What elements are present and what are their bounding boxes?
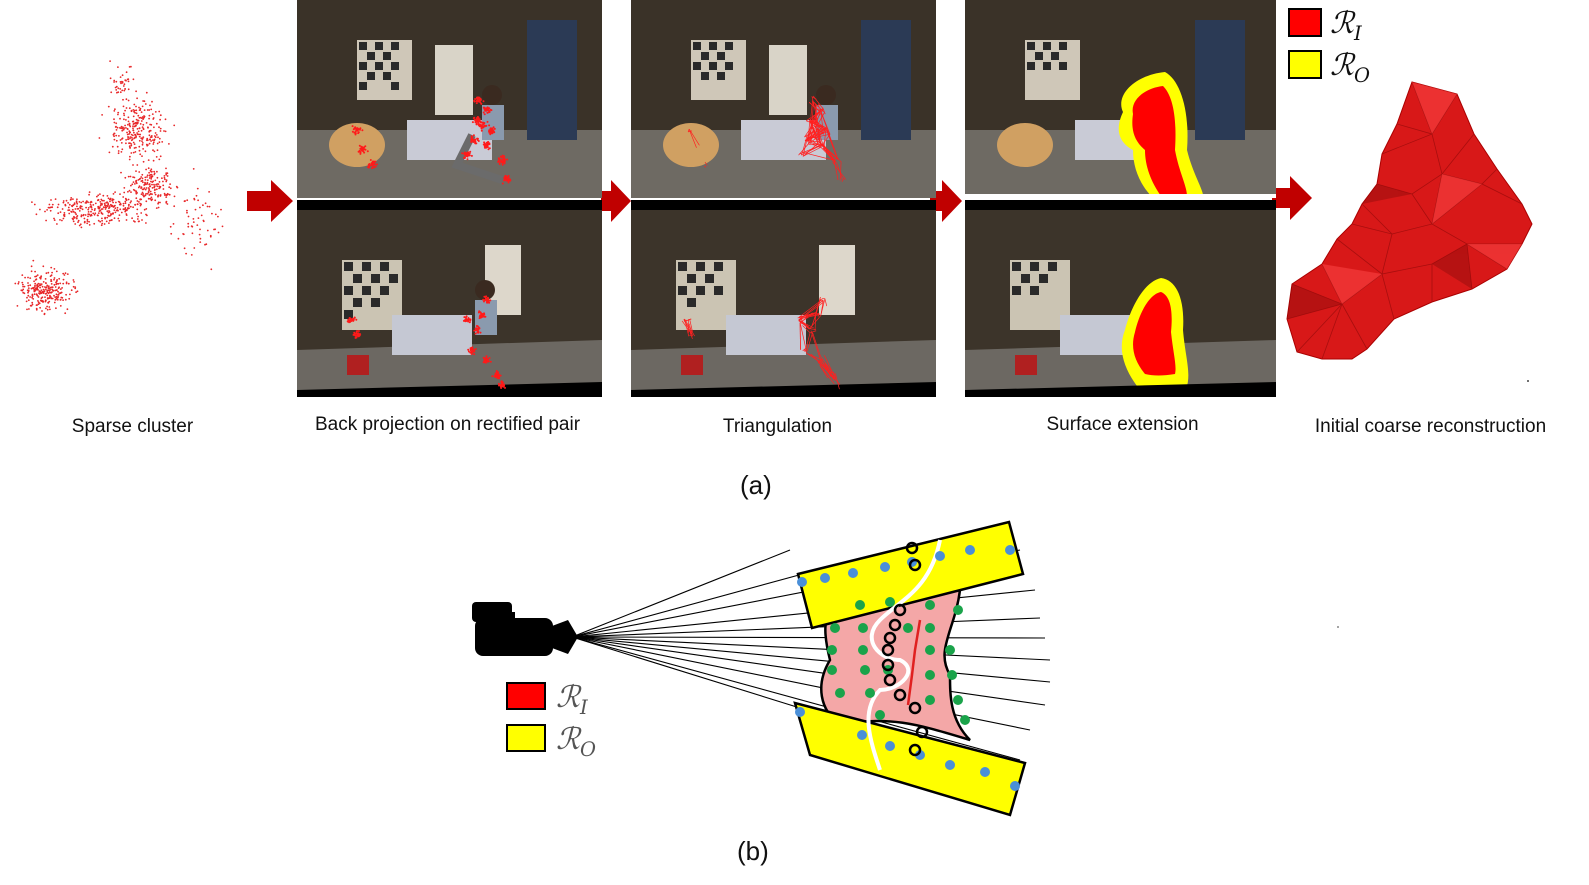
legend-b-outer-subscript: O: [579, 738, 596, 761]
legend-a-outer-label: ℛO: [1330, 48, 1370, 87]
caption-initial-coarse-reconstruction: Initial coarse reconstruction: [1314, 416, 1547, 437]
legend-b-outer-label: ℛO: [556, 722, 596, 761]
legend-a-outer-swatch: [1288, 50, 1322, 79]
legend-b-inner-label: ℛI: [556, 680, 588, 719]
back-projection-top-image: [297, 0, 602, 198]
legend-a-inner-subscript: I: [1353, 22, 1362, 45]
ray-diagram: [472, 520, 1051, 817]
caption-sparse-cluster: Sparse cluster: [71, 416, 194, 437]
legend-a: ℛI ℛO: [1284, 4, 1414, 87]
stray-dot-a: [1527, 380, 1529, 382]
arrow-3: [930, 180, 962, 222]
camera-icon: [472, 602, 578, 656]
legend-b-outer-swatch: [506, 724, 546, 752]
surface-extension-bottom-image: [965, 200, 1276, 397]
back-projection-bottom-image: [297, 200, 602, 397]
caption-surface-extension: Surface extension: [1046, 414, 1199, 435]
legend-b-outer-symbol: ℛ: [556, 722, 580, 757]
legend-b-inner-symbol: ℛ: [556, 680, 580, 715]
sparse-cluster-plot: [14, 60, 224, 316]
caption-triangulation: Triangulation: [722, 416, 833, 437]
arrow-2: [601, 180, 631, 222]
triangulation-top-image: [631, 0, 936, 198]
back-projection-top-points: [351, 96, 512, 185]
legend-a-inner-swatch: [1288, 8, 1322, 37]
arrow-4: [1272, 176, 1312, 220]
back-projection-bottom-points: [346, 295, 506, 389]
triangulation-bottom-mesh: [681, 297, 841, 390]
coarse-reconstruction-mesh: [1286, 81, 1533, 360]
caption-back-projection: Back projection on rectified pair: [314, 414, 581, 435]
legend-a-inner-symbol: ℛ: [1330, 6, 1354, 41]
legend-b: ℛI ℛO: [500, 676, 640, 761]
arrow-1: [247, 180, 293, 222]
legend-b-inner-subscript: I: [579, 696, 588, 719]
legend-b-inner-swatch: [506, 682, 546, 710]
panel-a-label: (a): [740, 470, 772, 500]
panel-b-label: (b): [737, 836, 769, 866]
legend-a-outer-subscript: O: [1353, 64, 1370, 87]
legend-a-outer-symbol: ℛ: [1330, 48, 1354, 83]
surface-extension-top-image: [965, 0, 1276, 198]
triangulation-top-mesh: [687, 95, 846, 182]
stray-dot-b: [1337, 626, 1339, 628]
triangulation-bottom-image: [631, 200, 936, 397]
legend-a-inner-label: ℛI: [1330, 6, 1362, 45]
